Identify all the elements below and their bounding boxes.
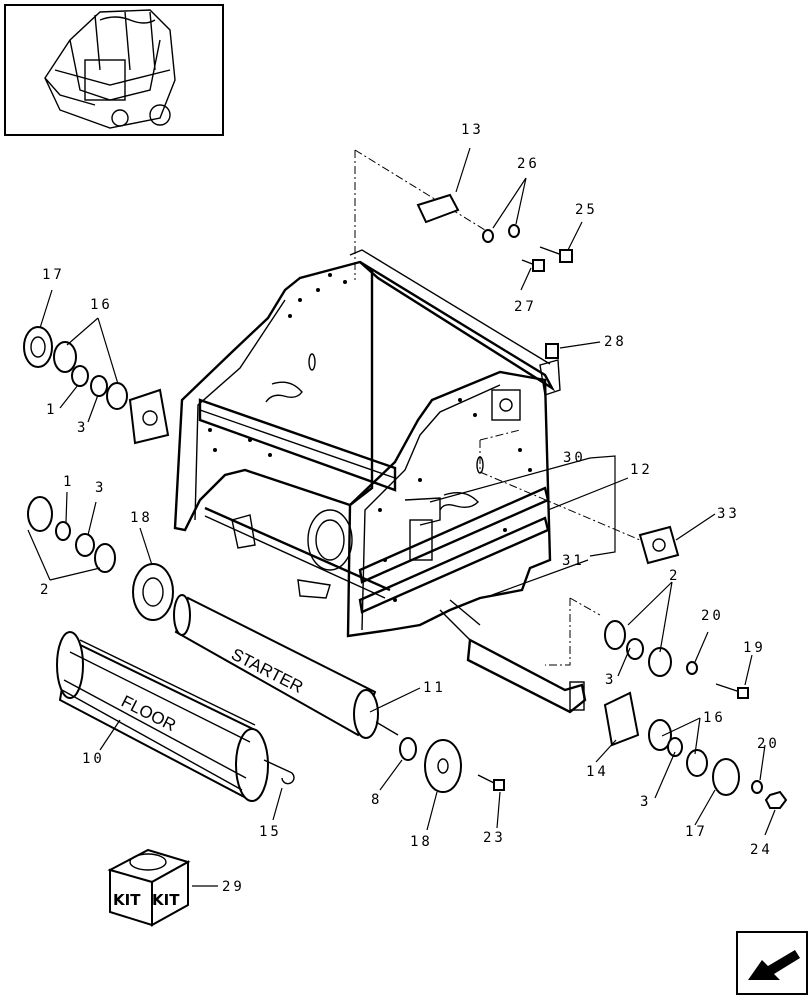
overview-thumbnail bbox=[4, 4, 224, 136]
callout-20-lower: 20 bbox=[757, 736, 780, 752]
leader-lines bbox=[354, 149, 641, 666]
callout-18-upper: 18 bbox=[130, 510, 153, 526]
callout-2-right: 2 bbox=[669, 568, 680, 584]
callout-13: 13 bbox=[461, 122, 484, 138]
top-hardware bbox=[416, 193, 573, 359]
callout-3-upper: 3 bbox=[77, 420, 88, 436]
callout-29: 29 bbox=[222, 879, 245, 895]
callout-18-lower: 18 bbox=[410, 834, 433, 850]
right-bearing-stacks bbox=[603, 525, 788, 809]
callout-23: 23 bbox=[483, 830, 506, 846]
callout-24: 24 bbox=[750, 842, 773, 858]
callout-1-upper: 1 bbox=[46, 402, 57, 418]
roller-hardware bbox=[281, 737, 505, 793]
callout-15: 15 bbox=[259, 824, 282, 840]
callout-20-upper: 20 bbox=[701, 608, 724, 624]
callout-numbers: 13 26 25 27 28 17 16 1 3 1 3 2 18 30 12 … bbox=[40, 122, 780, 895]
callout-16-lower: 16 bbox=[703, 710, 726, 726]
callout-30: 30 bbox=[563, 450, 586, 466]
upper-left-bearing-stack bbox=[23, 326, 170, 445]
kit-label-left: KIT bbox=[113, 891, 141, 909]
callout-19: 19 bbox=[743, 640, 766, 656]
callout-26: 26 bbox=[517, 156, 540, 172]
callout-2-left: 2 bbox=[40, 582, 51, 598]
callout-1-lower: 1 bbox=[63, 474, 74, 490]
callout-3-lower: 3 bbox=[95, 480, 106, 496]
callout-17-lower: 17 bbox=[685, 824, 708, 840]
callout-3-right-lower: 3 bbox=[640, 794, 651, 810]
callout-12: 12 bbox=[630, 462, 653, 478]
callout-8: 8 bbox=[371, 792, 382, 808]
callout-leaders bbox=[27, 147, 776, 887]
next-page-arrow-icon[interactable] bbox=[736, 931, 808, 995]
callout-33: 33 bbox=[717, 506, 740, 522]
callout-28: 28 bbox=[604, 334, 627, 350]
kit-box: KIT KIT bbox=[107, 848, 191, 927]
floor-roller: FLOOR bbox=[56, 631, 291, 802]
callout-11: 11 bbox=[423, 680, 446, 696]
callout-14: 14 bbox=[586, 764, 609, 780]
callout-31: 31 bbox=[562, 553, 585, 569]
callout-10: 10 bbox=[82, 751, 105, 767]
callout-3-right-upper: 3 bbox=[605, 672, 616, 688]
baler-frame bbox=[173, 249, 587, 714]
kit-label-right: KIT bbox=[152, 891, 180, 909]
callout-16-upper: 16 bbox=[90, 297, 113, 313]
callout-17-upper: 17 bbox=[42, 267, 65, 283]
callout-25: 25 bbox=[575, 202, 598, 218]
callout-27: 27 bbox=[514, 299, 537, 315]
lower-left-bearing-stack bbox=[27, 496, 174, 621]
